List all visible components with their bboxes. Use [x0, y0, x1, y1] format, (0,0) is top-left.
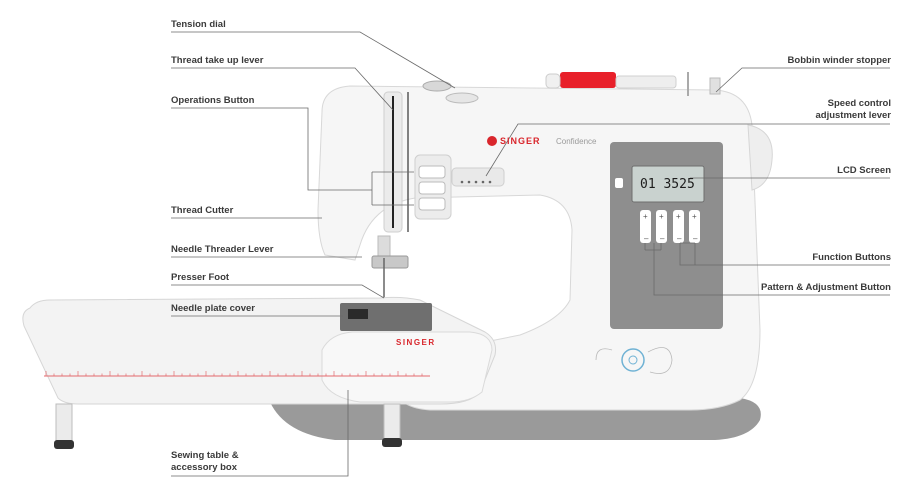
- embroidery-flower-center: [628, 355, 638, 365]
- speed-slider[interactable]: [451, 167, 505, 187]
- plus-sign: +: [659, 212, 664, 221]
- label-bobbin-winder-stopper: Bobbin winder stopper: [787, 55, 891, 66]
- leader-operations-button: [171, 107, 414, 206]
- function-button-2[interactable]: [656, 210, 667, 243]
- table-brand-text: SINGER: [396, 338, 436, 347]
- embroidery-swirl: [595, 347, 673, 374]
- brand-text: SINGER: [500, 136, 541, 146]
- needle-plate-inner: [348, 309, 368, 319]
- plus-sign: +: [676, 212, 681, 221]
- operations-button-3[interactable]: [418, 197, 446, 211]
- speed-dot: [467, 180, 471, 184]
- ruler-ticks: [45, 371, 423, 376]
- spool-holder: [615, 75, 677, 89]
- leader-tension-dial: [171, 31, 456, 89]
- lcd-readout: 01 3525: [640, 177, 695, 192]
- label-tension-dial: Tension dial: [171, 19, 226, 30]
- tension-dial-2: [445, 92, 479, 104]
- table-leg-left: [55, 403, 73, 445]
- embroidery-flower-icon: [621, 348, 645, 372]
- speed-dot: [481, 180, 485, 184]
- label-speed-control-line2: adjustment lever: [815, 110, 892, 121]
- accessory-box-lid: [321, 331, 493, 403]
- plus-sign: +: [692, 212, 697, 221]
- minus-sign: –: [677, 234, 682, 243]
- speed-dot: [474, 180, 478, 184]
- label-needle-threader-lever: Needle Threader Lever: [171, 244, 274, 255]
- table-leg-right: [383, 403, 401, 441]
- speed-dot: [488, 180, 492, 184]
- table-foot-left: [54, 440, 74, 449]
- tension-dial: [422, 80, 452, 92]
- label-thread-take-up-lever: Thread take up lever: [171, 55, 264, 66]
- table-foot-right: [382, 438, 402, 447]
- singer-logo-icon: [487, 136, 497, 146]
- operations-button-2[interactable]: [418, 181, 446, 195]
- leader-bobbin-winder: [715, 67, 890, 93]
- leader-speed-control: [485, 123, 890, 177]
- label-speed-control-line1: Speed control: [827, 98, 891, 109]
- leader-function-buttons: [679, 242, 890, 266]
- label-pattern-adjustment-button: Pattern & Adjustment Button: [760, 282, 891, 293]
- lcd-screen: [631, 165, 705, 203]
- leader-pattern-adjustment: [644, 243, 890, 296]
- label-function-buttons: Function Buttons: [812, 252, 891, 263]
- label-lcd-screen: LCD Screen: [837, 165, 891, 176]
- plus-sign: +: [643, 212, 648, 221]
- function-button-3[interactable]: [673, 210, 684, 243]
- leader-take-up-lever: [171, 67, 394, 111]
- leader-sewing-table: [171, 390, 349, 477]
- label-operations-button: Operations Button: [171, 95, 255, 106]
- handwheel: [747, 124, 773, 191]
- minus-sign: –: [660, 234, 665, 243]
- leader-lines: [171, 31, 890, 477]
- function-button-1[interactable]: [640, 210, 651, 243]
- thread-spool: [560, 72, 616, 88]
- minus-sign: –: [693, 234, 698, 243]
- operations-button-1[interactable]: [418, 165, 446, 179]
- model-text: Confidence: [556, 137, 597, 146]
- spool-cap: [545, 73, 561, 89]
- function-button-4[interactable]: [689, 210, 700, 243]
- panel-indicator: [615, 178, 623, 188]
- label-sewing-table-line2: accessory box: [171, 462, 238, 473]
- presser-foot: [371, 255, 409, 269]
- label-presser-foot: Presser Foot: [171, 272, 230, 283]
- leader-presser-foot: [171, 284, 385, 299]
- bobbin-winder-stopper: [709, 77, 721, 95]
- minus-sign: –: [644, 234, 649, 243]
- label-thread-cutter: Thread Cutter: [171, 205, 234, 216]
- label-needle-plate-cover: Needle plate cover: [171, 303, 255, 314]
- label-sewing-table-line1: Sewing table &: [171, 450, 239, 461]
- needle-bar: [377, 235, 391, 259]
- speed-dot: [460, 180, 464, 184]
